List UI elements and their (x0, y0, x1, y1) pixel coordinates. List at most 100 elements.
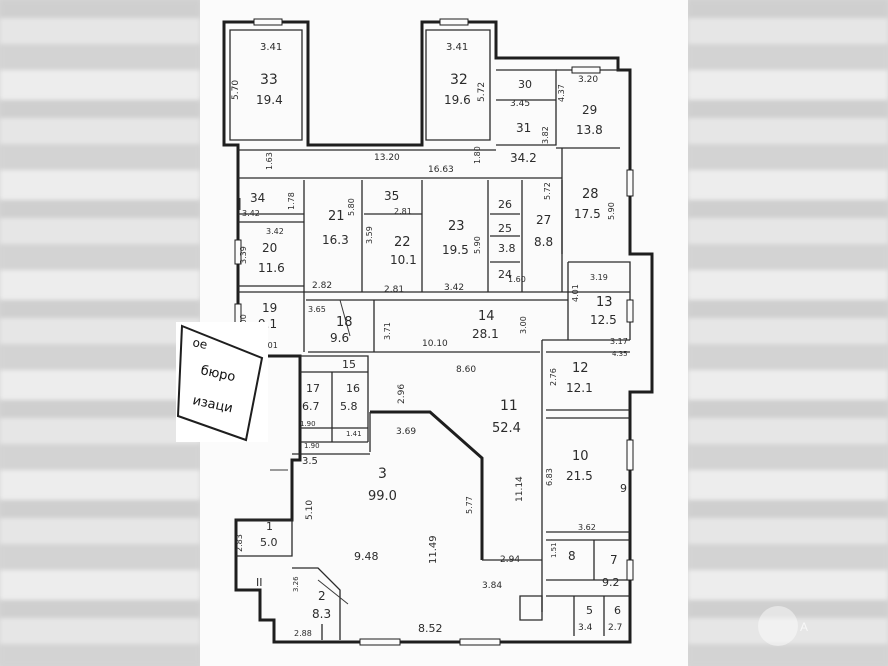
room-29-width: 3.20 (578, 75, 598, 85)
room-33-length: 5.70 (231, 80, 241, 100)
room-11-length: 11.14 (515, 476, 525, 502)
room-22-length: 3.59 (365, 226, 374, 244)
room-34-width: 3.42 (242, 209, 260, 218)
room-31-area: 34.2 (510, 151, 537, 165)
room-14-area: 28.1 (472, 327, 499, 341)
room-27-number: 27 (536, 213, 551, 227)
room-31-length: 3.82 (541, 126, 550, 144)
room-10-length: 6.83 (545, 468, 554, 486)
room-30-dim: 3.45 (510, 99, 530, 109)
dim-corridor-d: 1.80 (473, 146, 482, 164)
room-28-area: 17.5 (574, 207, 601, 221)
room-19-number: 19 (262, 301, 277, 315)
room-8-number: 8 (568, 549, 576, 563)
room-23-length: 5.90 (473, 236, 482, 254)
dim-r18-w: 3.65 (308, 305, 326, 314)
room-1-area: 5.0 (260, 536, 278, 549)
room-24-number: 24 (498, 268, 512, 281)
room-5-number: 5 (586, 604, 593, 617)
room-33-area: 19.4 (256, 93, 283, 107)
outer-walls (222, 20, 654, 644)
dim-r3-h: 11.49 (428, 535, 439, 564)
room-33-width: 3.41 (260, 42, 282, 53)
blurred-background-right (688, 0, 888, 666)
room-32-length: 5.72 (477, 82, 487, 102)
room-23-number: 23 (448, 219, 465, 234)
room-11-area: 52.4 (492, 421, 521, 436)
room-10-area: 21.5 (566, 469, 593, 483)
dim-corridor-a: 13.20 (374, 153, 400, 163)
room-28-length: 5.90 (607, 202, 616, 220)
room-16-width: 1.41 (346, 430, 362, 438)
room-18-number: 18 (336, 315, 353, 330)
room-7-number: 7 (610, 553, 618, 567)
room-31-number: 31 (516, 121, 531, 135)
room-32-area: 19.6 (444, 93, 471, 107)
blurred-background-left (0, 0, 200, 666)
room-20-width: 3.42 (266, 227, 284, 236)
room-29-length: 4.37 (557, 84, 566, 102)
room-6-number: 6 (614, 604, 621, 617)
room-22-number: 22 (394, 235, 411, 250)
room-33-number: 33 (260, 72, 278, 88)
room-5-area: 3.4 (578, 623, 593, 633)
dim-r3-d: 2.94 (500, 555, 520, 565)
room-14-length: 3.00 (519, 316, 528, 334)
room-21-area: 16.3 (322, 233, 349, 247)
room-13-number: 13 (596, 295, 613, 310)
room-20-area: 11.6 (258, 261, 285, 275)
room-18-area: 9.6 (330, 331, 349, 345)
room-17-width: 1.90 (300, 420, 316, 428)
dim-corridor-c: 1.63 (265, 152, 274, 170)
dim-r11-w: 8.60 (456, 365, 476, 375)
room-21-number: 21 (328, 209, 345, 224)
room-17-area: 6.7 (302, 400, 320, 413)
dim-r14-w: 10.10 (422, 339, 448, 349)
room-35-number: 35 (384, 189, 399, 203)
room-20-number: 20 (262, 241, 277, 255)
dim-r3-lv: 5.10 (305, 500, 315, 520)
dim-r13-b: 3.17 (610, 337, 628, 346)
room-11-number: 11 (500, 398, 518, 414)
floor-plan-sheet: 3.41 33 19.4 5.70 3.41 32 19.6 5.72 30 3… (200, 0, 688, 666)
watermark-text: A (800, 620, 809, 634)
room-23-area: 19.5 (442, 243, 469, 257)
room-25-number: 25 (498, 222, 512, 235)
room-29-area: 13.8 (576, 123, 603, 137)
dim-r21-b: 2.82 (312, 281, 332, 291)
room-2-area: 8.3 (312, 607, 331, 621)
room-21-length: 5.80 (347, 198, 356, 216)
dim-r3-b: 8.52 (418, 622, 443, 635)
room-3-number: 3 (378, 466, 387, 482)
dimension-lines (239, 198, 351, 605)
room-14-number: 14 (478, 309, 495, 324)
room-3-area: 99.0 (368, 489, 397, 504)
stamp-line-2: бюро (199, 363, 237, 385)
dim-r24-b: 1.60 (508, 275, 526, 284)
dim-r8-side: 1.51 (550, 542, 558, 558)
room-13-area: 12.5 (590, 313, 617, 327)
room-18-length: 3.71 (383, 322, 392, 340)
room-35-width: 2.81 (394, 207, 412, 216)
room-12-number: 12 (572, 361, 589, 376)
room-16-number: 16 (346, 382, 360, 395)
room-34-number: 34 (250, 191, 265, 205)
bureau-stamp: ое бюро изаци (176, 324, 264, 442)
room-20-length: 3.39 (239, 246, 248, 264)
room-13-width: 3.19 (590, 273, 608, 282)
room-6-area: 2.7 (608, 623, 622, 633)
stamp-line-1: ое (191, 335, 208, 352)
windows (234, 18, 634, 646)
watermark-logo-icon (758, 606, 798, 646)
room-10-number: 10 (572, 449, 589, 464)
dimension-labels: 13.20 16.63 1.63 1.80 2.82 2.81 3.42 1.6… (256, 146, 628, 635)
dim-r23-b: 3.42 (444, 283, 464, 293)
room-27-length: 5.72 (543, 182, 552, 200)
dim-r3-c: 3.84 (482, 581, 502, 591)
room-7-area: 9.2 (602, 576, 620, 589)
dim-r3-a: 3.69 (396, 427, 416, 437)
floor-plan: 3.41 33 19.4 5.70 3.41 32 19.6 5.72 30 3… (222, 18, 654, 646)
dim-corridor-b: 16.63 (428, 165, 454, 175)
room-1-length: 2.83 (235, 534, 244, 552)
room-1-number: 1 (266, 520, 273, 533)
